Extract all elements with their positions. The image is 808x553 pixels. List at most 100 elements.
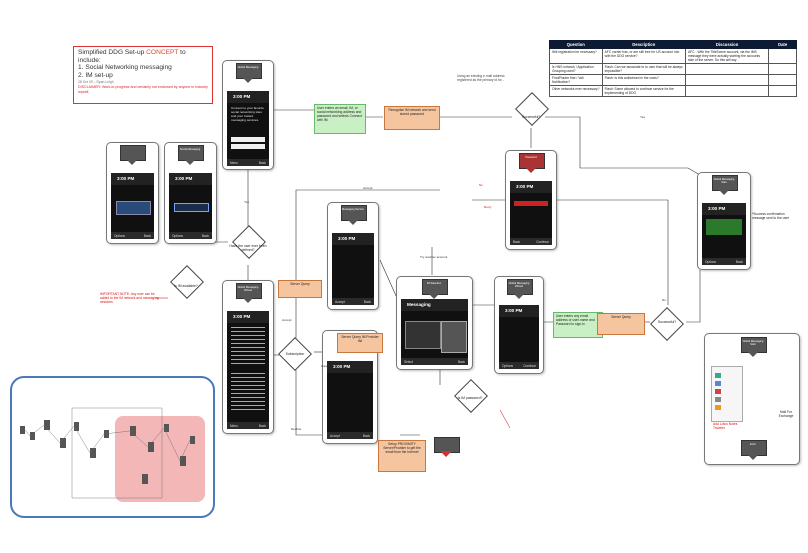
softkey-right[interactable]: Back bbox=[457, 360, 465, 364]
edge-label-decline: Decline bbox=[291, 427, 302, 431]
phone-screen: 3:00 PM Back Continue bbox=[510, 181, 552, 245]
softkey-left[interactable]: Options bbox=[114, 234, 125, 238]
mini-screen bbox=[142, 474, 148, 484]
submenu-list[interactable] bbox=[441, 321, 467, 353]
menu-list[interactable] bbox=[405, 321, 441, 349]
softkey-right[interactable]: Back bbox=[362, 434, 370, 438]
screen-card: Global Messaging Start Mail For Exchange… bbox=[704, 333, 800, 465]
input-field[interactable] bbox=[231, 144, 265, 149]
connector-red bbox=[499, 409, 511, 429]
softkey-left[interactable]: Menu bbox=[230, 424, 238, 428]
phone-softkeys: Accept Back bbox=[332, 298, 374, 305]
softkey-right[interactable]: Continue bbox=[536, 240, 549, 244]
decision-label: Subscription bbox=[285, 352, 305, 356]
screen-header-flag: Password bbox=[519, 153, 545, 175]
screen-header-flag: Global Messaging Wizard bbox=[507, 279, 533, 301]
error-flag: Error bbox=[741, 440, 767, 462]
overview-thumbnail[interactable] bbox=[10, 376, 215, 518]
account-list[interactable] bbox=[711, 366, 743, 422]
input-field[interactable] bbox=[174, 203, 209, 212]
softkey-left[interactable]: Options bbox=[502, 364, 513, 368]
screen-card: 3:00 PM Options Back bbox=[106, 142, 159, 244]
screen-header-flag: Social Messaging bbox=[178, 145, 204, 167]
softkey-left[interactable]: Options bbox=[705, 260, 716, 264]
title-highlight: CONCEPT bbox=[146, 49, 179, 56]
input-field[interactable] bbox=[231, 137, 265, 142]
edge-label-retry: Retry bbox=[484, 205, 492, 209]
table-header-row: Question Description Discussion Date bbox=[549, 40, 797, 49]
softkey-left[interactable]: Accept bbox=[335, 300, 345, 304]
server-query-note-2: Server Query bbox=[597, 313, 645, 335]
server-query-im-note: Server Query IM Provider list bbox=[337, 333, 383, 353]
success-banner bbox=[706, 219, 742, 235]
screen-header-flag bbox=[120, 145, 146, 167]
screen-body-text: Connect to your favorite social networki… bbox=[231, 106, 264, 122]
app-icon bbox=[715, 373, 721, 378]
edge-label-yes: Yes bbox=[640, 115, 646, 119]
phone-softkeys: Options Back bbox=[111, 232, 154, 239]
error-banner bbox=[514, 201, 548, 206]
phone-title-bar: 3:00 PM bbox=[510, 181, 552, 193]
phone-title-bar: 3:00 PM bbox=[327, 361, 373, 373]
phone-title-bar: Messaging bbox=[401, 299, 468, 311]
softkey-right[interactable]: Back bbox=[143, 234, 151, 238]
mini-screen bbox=[60, 438, 66, 448]
phone-title-bar: 3:00 PM bbox=[111, 173, 154, 185]
phone-softkeys: Options Continue bbox=[499, 362, 539, 369]
mini-screen bbox=[44, 420, 50, 430]
phone-softkeys: Select Back bbox=[401, 358, 468, 365]
mini-screen bbox=[30, 432, 35, 440]
phone-screen: 3:00 PM Options Back bbox=[111, 173, 154, 239]
edge-label-accept: Accept bbox=[363, 186, 373, 190]
title-meta: 28 Oct 09 – Ryan Leigh bbox=[78, 80, 114, 85]
screen-card: Global Messaging 3:00 PM Connect to your… bbox=[222, 60, 274, 170]
softkey-right[interactable]: Back bbox=[201, 234, 209, 238]
phone-screen: 3:00 PM Accept Back bbox=[327, 361, 373, 439]
mail-exchange-label: Mail For Exchange bbox=[778, 410, 794, 418]
title-box: Simplified DDG Set-up CONCEPT to include… bbox=[73, 46, 213, 104]
edge-label-cancel: Cancel bbox=[321, 364, 331, 368]
phone-softkeys: Accept Back bbox=[327, 432, 373, 439]
recognise-im-note: Recognise IM network and send stored pas… bbox=[384, 106, 440, 130]
screen-header-flag: Global Messaging Start bbox=[712, 175, 738, 197]
softkey-left[interactable]: Menu bbox=[230, 161, 238, 165]
softkey-right[interactable]: Back bbox=[735, 260, 743, 264]
input-field[interactable] bbox=[116, 201, 151, 215]
softkey-right[interactable]: Back bbox=[258, 424, 266, 428]
server-query-note: Server Query bbox=[278, 280, 322, 298]
softkey-right[interactable]: Continue bbox=[523, 364, 536, 368]
title-disclaimer: DISCLAIMER: Work-in-progress and certain… bbox=[78, 85, 208, 94]
app-icon bbox=[715, 397, 721, 402]
title-text: Simplified DDG Set-up CONCEPT to include… bbox=[78, 49, 186, 79]
decision-label: Successful? bbox=[657, 320, 677, 324]
softkey-left[interactable]: Accept bbox=[330, 434, 340, 438]
connector bbox=[545, 116, 701, 176]
softkey-right[interactable]: Back bbox=[258, 161, 266, 165]
important-note: IMPORTANT NOTE: Any user can be added to… bbox=[100, 292, 159, 304]
error-flag bbox=[434, 437, 460, 459]
success-note: *Success confirmation message sent to th… bbox=[752, 212, 790, 220]
app-icon bbox=[715, 389, 721, 394]
phone-softkeys: Options Back bbox=[702, 258, 746, 265]
app-icon bbox=[715, 381, 721, 386]
user-enters-note: User enters an email, IM, or social netw… bbox=[314, 104, 366, 134]
existing-email-note: Using an existing e-mail address registe… bbox=[457, 74, 505, 82]
lotus-notes-label: Add Lotus Notes Traveler bbox=[713, 422, 738, 430]
phone-title-bar: 3:00 PM bbox=[227, 91, 269, 103]
phone-screen: 3:00 PM Connect to your favorite social … bbox=[227, 91, 269, 166]
phone-title-bar: 3:00 PM bbox=[332, 233, 374, 245]
softkey-right[interactable]: Back bbox=[363, 300, 371, 304]
mini-connector bbox=[24, 424, 191, 462]
phone-softkeys: Menu Back bbox=[227, 422, 269, 429]
softkey-left[interactable]: Back bbox=[513, 240, 521, 244]
decision-label: Is IM available? bbox=[174, 284, 198, 288]
softkey-left[interactable]: Options bbox=[172, 234, 183, 238]
softkey-left[interactable]: Select bbox=[404, 360, 413, 364]
mini-screen bbox=[74, 422, 79, 431]
edge-label-yes: Yes bbox=[244, 200, 250, 204]
mini-screen bbox=[104, 430, 109, 438]
text-block bbox=[231, 373, 265, 413]
